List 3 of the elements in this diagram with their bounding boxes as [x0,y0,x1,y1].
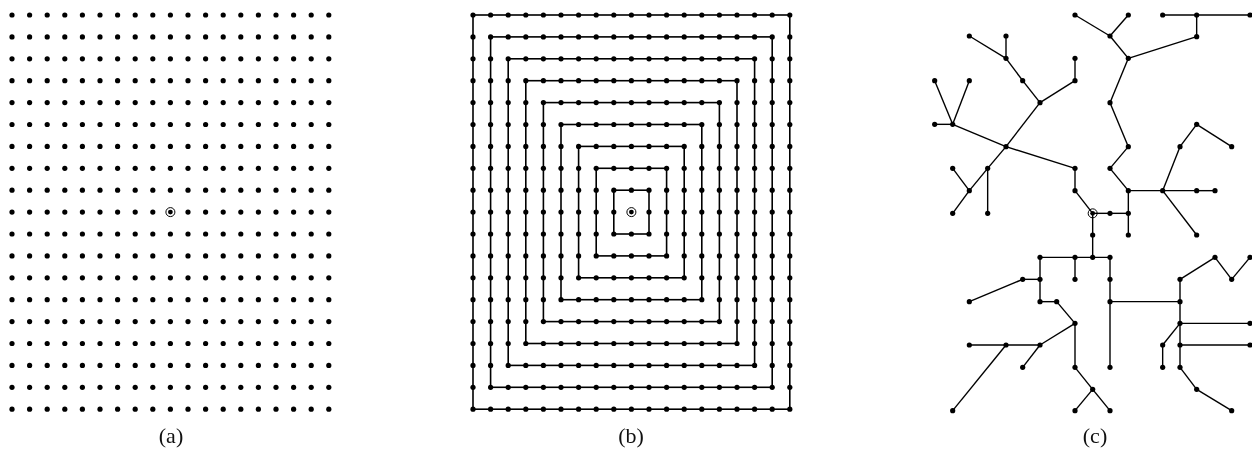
panel-label: (a) [158,424,184,448]
panel-label: (b) [618,424,644,448]
panel-label: (c) [1082,424,1108,448]
